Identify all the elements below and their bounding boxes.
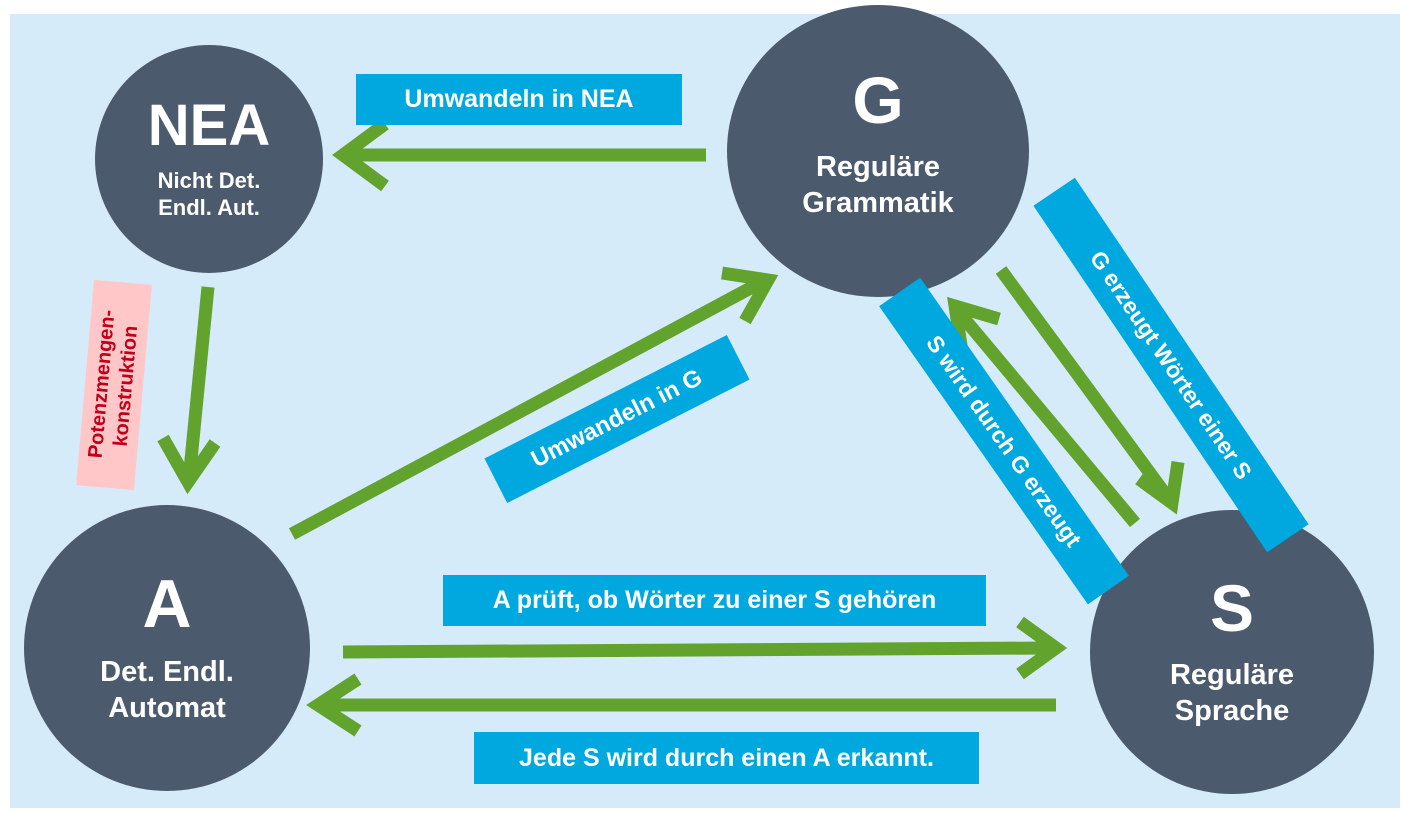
node-s-line2: Sprache (1174, 695, 1290, 727)
arrow-a-to-s (342, 641, 1051, 659)
arrowhead-g-to-nea (332, 118, 389, 192)
arrowhead-a-to-s (1016, 616, 1068, 680)
node-s: S Reguläre Sprache (1090, 510, 1374, 794)
node-s-line1: Reguläre (1169, 658, 1295, 691)
node-nea-symbol: NEA (147, 92, 271, 158)
node-nea-line2: Endl. Aut. (158, 195, 260, 220)
node-nea-line1: Nicht Det. (157, 167, 261, 193)
node-a-symbol: A (142, 565, 192, 642)
node-a-line2: Automat (108, 692, 226, 724)
arrowhead-s-to-a (306, 673, 362, 737)
node-a: A Det. Endl. Automat (24, 505, 310, 791)
node-g-line2: Grammatik (802, 187, 954, 219)
node-g-line1: Reguläre (815, 150, 941, 183)
node-nea: NEA Nicht Det. Endl. Aut. (95, 45, 323, 273)
node-a-line1: Det. Endl. (100, 655, 234, 688)
arrowhead-g-to-s (1135, 461, 1185, 515)
arrow-s-to-g (957, 311, 1140, 528)
arrow-g-to-s (995, 266, 1172, 499)
arrowhead-a-to-g (721, 266, 779, 325)
arrowhead-nea-to-a (157, 434, 221, 495)
node-s-symbol: S (1209, 570, 1255, 645)
node-g-symbol: G (852, 62, 904, 137)
label-a-prueft: A prüft, ob Wörter zu einer S gehören (443, 575, 986, 626)
arrow-a-to-g (288, 278, 762, 540)
label-jede-s: Jede S wird durch einen A erkannt. (474, 732, 979, 784)
label-umwandeln-in-nea: Umwandeln in NEA (356, 74, 682, 125)
node-g: G Reguläre Grammatik (727, 5, 1029, 297)
arrow-nea-to-a (183, 286, 215, 471)
